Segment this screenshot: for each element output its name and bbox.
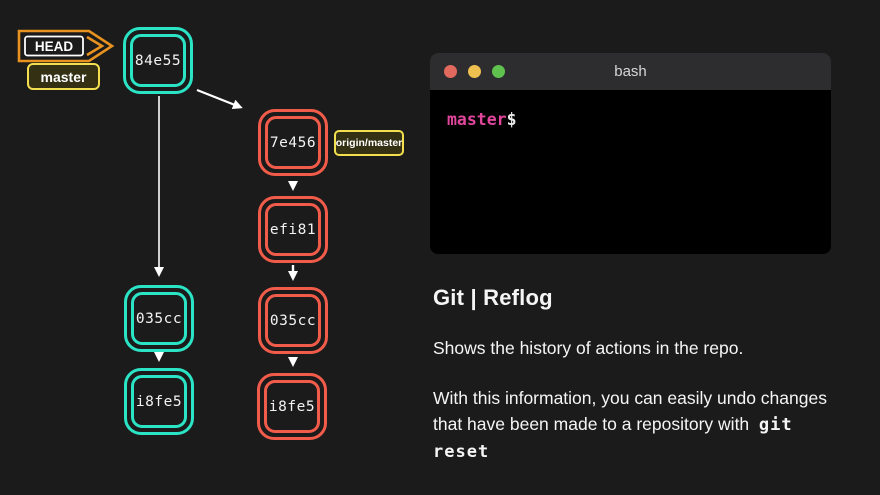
commit-node-inner: efi81 (265, 203, 321, 256)
commit-node-inner: i8fe5 (131, 375, 187, 428)
panel-paragraph-2-text: With this information, you can easily un… (433, 388, 827, 434)
branch-badge-master: master (27, 63, 100, 90)
zoom-button[interactable] (492, 65, 505, 78)
commit-hash: 84e55 (134, 52, 182, 69)
branch-badge-origin-master: origin/master (334, 130, 404, 156)
prompt-symbol: $ (506, 110, 517, 129)
page-title: Git | Reflog (433, 285, 553, 310)
commit-hash: i8fe5 (135, 393, 183, 410)
minimize-button[interactable] (468, 65, 481, 78)
commit-node-035cc-local: 035cc (124, 285, 194, 352)
terminal-title: bash (614, 63, 647, 80)
panel-paragraph-2: With this information, you can easily un… (433, 385, 847, 465)
terminal-body[interactable]: master$ (430, 90, 831, 129)
head-label-box (24, 35, 84, 57)
terminal-titlebar[interactable]: bash (430, 53, 831, 90)
branch-badge-origin-master-label: origin/master (335, 137, 403, 149)
prompt-branch: master (447, 110, 507, 129)
window-controls (444, 65, 505, 78)
commit-node-efi81: efi81 (258, 196, 328, 263)
commit-node-i8fe5-local: i8fe5 (124, 368, 194, 435)
commit-node-inner: 035cc (131, 292, 187, 345)
panel-paragraph-1: Shows the history of actions in the repo… (433, 338, 744, 358)
head-label: HEAD (35, 39, 74, 54)
info-panel: Git | Reflog Shows the history of action… (433, 285, 847, 465)
commit-node-84e55: 84e55 (123, 27, 193, 94)
commit-node-inner: i8fe5 (264, 380, 320, 433)
terminal-window: bash master$ (430, 53, 831, 254)
git-reset-code: git reset (433, 415, 793, 462)
branch-badge-master-label: master (40, 68, 87, 85)
commit-hash: 035cc (135, 310, 183, 327)
head-pointer-badge: HEAD (17, 29, 115, 63)
chevron-right-icon (86, 35, 105, 57)
commit-node-inner: 84e55 (130, 34, 186, 87)
commit-node-i8fe5-origin: i8fe5 (257, 373, 327, 440)
commit-node-inner: 7e456 (265, 116, 321, 169)
commit-hash: efi81 (269, 221, 317, 238)
close-button[interactable] (444, 65, 457, 78)
git-commit-graph: HEAD master origin/master 84e55 035cc i8… (17, 27, 404, 440)
commit-hash: 7e456 (269, 134, 317, 151)
commit-node-inner: 035cc (265, 294, 321, 347)
commit-hash: i8fe5 (268, 398, 316, 415)
commit-node-7e456: 7e456 (258, 109, 328, 176)
arrow-84e55-to-7e456 (196, 88, 243, 110)
commit-node-035cc-origin: 035cc (258, 287, 328, 354)
commit-hash: 035cc (269, 312, 317, 329)
